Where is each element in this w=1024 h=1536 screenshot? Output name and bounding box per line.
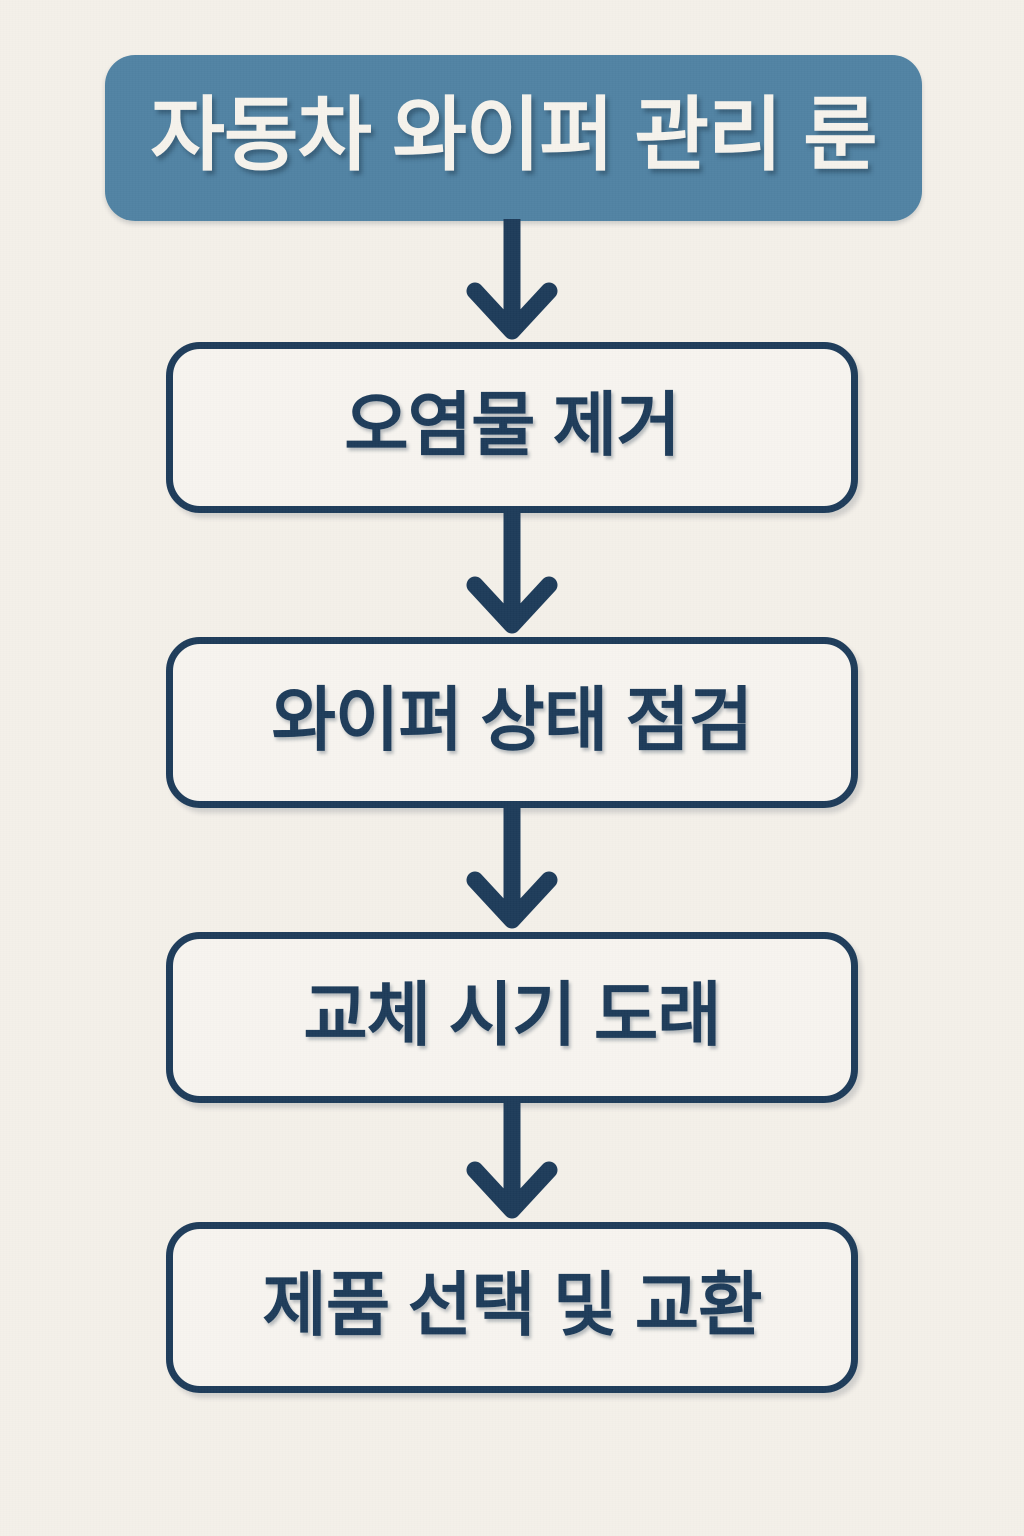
- arrow-down-icon: [466, 512, 558, 634]
- connector-arrow-2: [455, 512, 569, 639]
- process-step-2[interactable]: 와이퍼 상태 점검: [166, 637, 858, 808]
- process-step-3-label: 교체 시기 도래: [303, 975, 721, 1054]
- flowchart-title-banner: 자동차 와이퍼 관리 룬: [105, 55, 922, 221]
- page-title: 자동차 와이퍼 관리 룬: [150, 90, 877, 181]
- process-step-1[interactable]: 오염물 제거: [166, 342, 858, 513]
- connector-arrow-1: [455, 219, 569, 345]
- arrow-down-icon: [466, 1102, 558, 1219]
- process-step-3[interactable]: 교체 시기 도래: [166, 932, 858, 1103]
- process-step-2-label: 와이퍼 상태 점검: [271, 680, 754, 759]
- arrow-down-icon: [466, 219, 558, 340]
- connector-arrow-4: [455, 1102, 569, 1224]
- connector-arrow-3: [455, 807, 569, 934]
- process-step-4-label: 제품 선택 및 교환: [262, 1265, 762, 1344]
- process-step-1-label: 오염물 제거: [344, 385, 680, 464]
- process-step-4[interactable]: 제품 선택 및 교환: [166, 1222, 858, 1393]
- arrow-down-icon: [466, 807, 558, 929]
